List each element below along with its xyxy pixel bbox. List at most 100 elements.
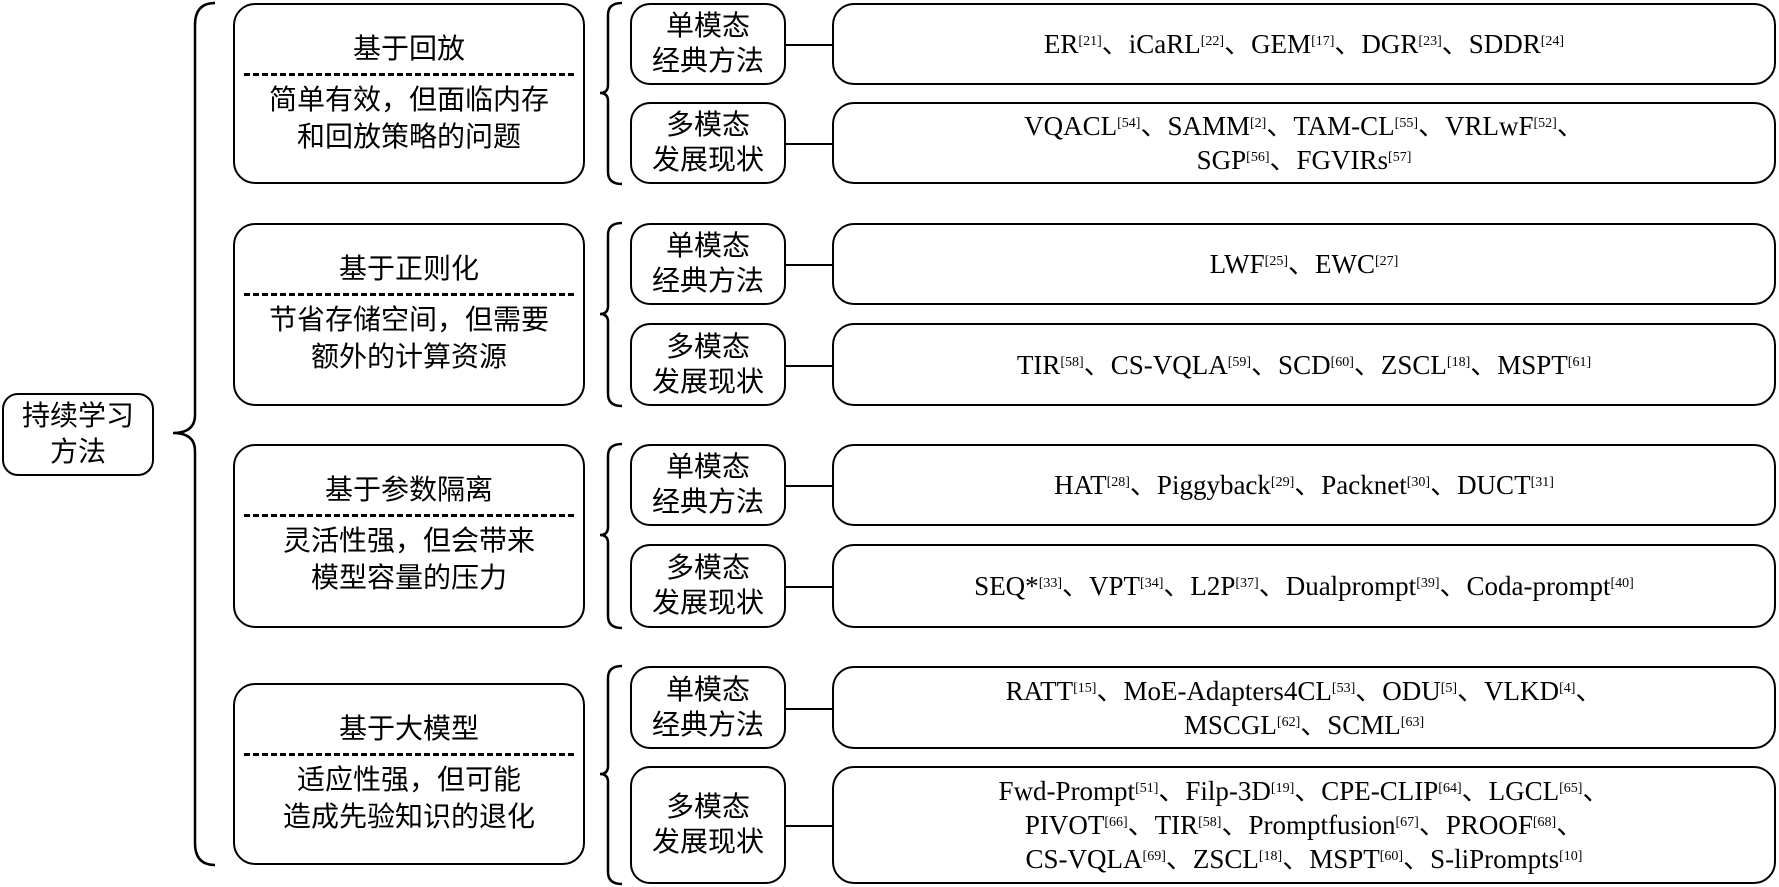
description-line: 造成先验知识的退化 [282, 802, 535, 833]
root-node: 持续学习 方法 [2, 393, 154, 476]
methods-line: MSCGL[62]、SCML[63] [1184, 708, 1424, 742]
method-name: GEM [1251, 29, 1312, 59]
method-reference: [25] [1264, 254, 1288, 269]
separator: 、 [1441, 29, 1469, 59]
dashed-divider [244, 73, 574, 76]
description-line: 模型容量的压力 [310, 563, 507, 594]
method-reference: [29] [1270, 475, 1295, 490]
method-name: Coda-prompt [1466, 571, 1611, 601]
methods-line: VQACL[54]、SAMM[2]、TAM-CL[55]、VRLwF[52]、 [1024, 109, 1584, 143]
single-modal-node: 单模态经典方法 [630, 3, 786, 85]
methods-line: SEQ*[33]、VPT[34]、L2P[37]、Dualprompt[39]、… [974, 569, 1634, 603]
multi-label-line: 发展现状 [651, 145, 764, 176]
separator: 、 [1556, 111, 1584, 141]
method-reference: [4] [1559, 680, 1576, 696]
method-item: ZSCL[18] [1193, 844, 1282, 874]
methods-line: PIVOT[66]、TIR[58]、Promptfusion[67]、PROOF… [1025, 808, 1583, 842]
method-reference: [10] [1559, 849, 1583, 864]
single-methods-box: HAT[28]、Piggyback[29]、Packnet[30]、DUCT[3… [832, 444, 1776, 526]
connector-line [785, 825, 832, 827]
method-reference: [19] [1270, 781, 1295, 796]
method-item: GEM[17] [1251, 29, 1334, 59]
separator: 、 [1140, 111, 1168, 141]
method-reference: [65] [1559, 781, 1583, 796]
method-reference: [59] [1227, 354, 1252, 370]
method-item: Promptfusion[67] [1248, 810, 1418, 840]
dashed-divider [244, 514, 574, 517]
connector-line [785, 708, 832, 710]
dashed-divider [244, 293, 574, 296]
separator: 、 [1457, 675, 1485, 706]
method-name: SEQ* [974, 571, 1039, 601]
method-reference: [31] [1530, 475, 1554, 490]
separator: 、 [1582, 776, 1610, 806]
single-label-line: 经典方法 [651, 709, 764, 741]
separator: 、 [1083, 349, 1111, 380]
method-item: CS-VQLA[69] [1026, 844, 1166, 874]
multi-modal-node: 多模态发展现状 [630, 323, 786, 406]
separator: 、 [1403, 844, 1431, 874]
method-reference: [18] [1446, 354, 1471, 370]
single-label-line: 单模态 [665, 452, 750, 483]
separator: 、 [1282, 844, 1310, 874]
method-item: LWF[25] [1210, 249, 1288, 279]
method-reference: [63] [1400, 714, 1425, 730]
separator: 、 [1355, 675, 1383, 706]
method-item: Piggyback[29] [1157, 470, 1294, 500]
method-name: HAT [1054, 470, 1107, 500]
category-node: 基于参数隔离灵活性强，但会带来模型容量的压力 [233, 444, 585, 628]
method-item: Dualprompt[39] [1286, 571, 1440, 601]
method-name: MSPT [1309, 844, 1380, 874]
method-name: RATT [1005, 675, 1074, 706]
separator: 、 [1575, 675, 1603, 706]
method-name: iCaRL [1128, 29, 1201, 59]
category-title: 基于参数隔离 [324, 475, 493, 506]
separator: 、 [1101, 29, 1129, 59]
method-item: Filp-3D[19] [1185, 776, 1294, 806]
separator: 、 [1258, 571, 1286, 601]
connector-line [785, 586, 832, 588]
group-brace-1 [599, 1, 623, 186]
method-item: DUCT[31] [1457, 470, 1554, 500]
method-reference: [33] [1038, 576, 1063, 591]
method-item: TIR[58] [1017, 350, 1084, 380]
methods-line: RATT[15]、MoE-Adapters4CL[53]、ODU[5]、VLKD… [1006, 674, 1603, 708]
method-item: LGCL[65] [1489, 776, 1583, 806]
method-item: VQACL[54] [1024, 111, 1140, 141]
method-reference: [62] [1276, 714, 1301, 730]
separator: 、 [1300, 709, 1328, 740]
method-item: HAT[28] [1054, 470, 1130, 500]
method-name: DUCT [1457, 470, 1531, 500]
multi-label-line: 发展现状 [651, 827, 764, 858]
method-name: SCD [1278, 349, 1331, 380]
single-label-line: 单模态 [665, 231, 750, 262]
separator: 、 [1439, 571, 1467, 601]
method-name: Filp-3D [1185, 776, 1271, 806]
method-reference: [60] [1379, 849, 1404, 864]
method-reference: [58] [1198, 815, 1222, 830]
method-name: ER [1043, 29, 1079, 59]
separator: 、 [1294, 776, 1322, 806]
single-methods-box: LWF[25]、EWC[27] [832, 223, 1776, 305]
method-item: RATT[15] [1006, 676, 1097, 706]
method-item: iCaRL[22] [1129, 29, 1224, 59]
method-name: Promptfusion [1248, 810, 1396, 840]
method-item: Packnet[30] [1321, 470, 1430, 500]
method-reference: [5] [1440, 680, 1458, 696]
separator: 、 [1129, 470, 1157, 500]
method-item: MoE-Adapters4CL[53] [1123, 676, 1355, 706]
single-label-line: 经典方法 [651, 487, 764, 518]
method-item: MSCGL[62] [1184, 710, 1300, 740]
method-item: CPE-CLIP[64] [1321, 776, 1461, 806]
method-reference: [30] [1406, 475, 1431, 490]
method-reference: [2] [1250, 116, 1267, 131]
separator: 、 [1470, 349, 1498, 380]
single-label-line: 单模态 [665, 674, 750, 706]
methods-line: SGP[56]、FGVIRs[57] [1197, 143, 1412, 177]
method-name: CPE-CLIP [1321, 776, 1439, 806]
method-item: VPT[34] [1089, 571, 1163, 601]
method-name: TIR [1016, 349, 1061, 380]
separator: 、 [1221, 810, 1249, 840]
root-label-line: 方法 [49, 436, 106, 468]
